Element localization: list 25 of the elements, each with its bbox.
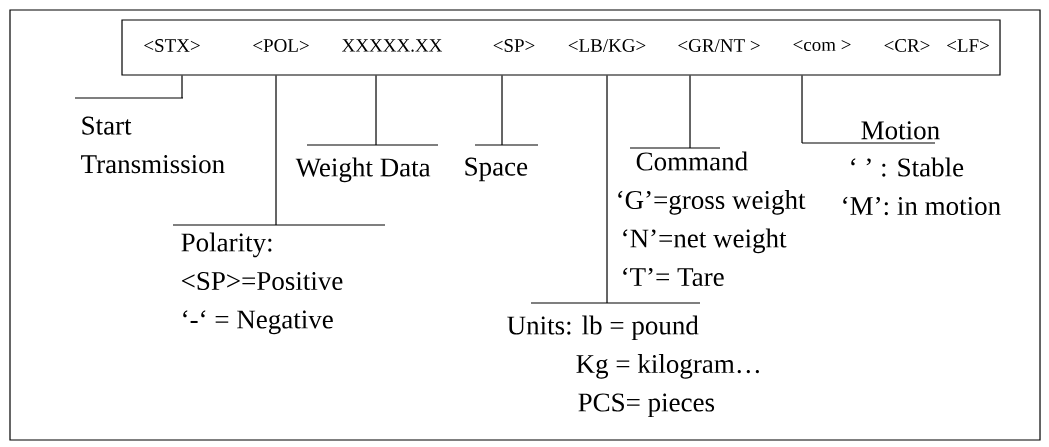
field-label: <LF> bbox=[947, 39, 989, 52]
description-text: Units: lb = pound Kg = kilogram… PCS= pieces bbox=[507, 315, 759, 418]
description-text: Command ‘G’=gross weight ‘N’=net weight ‘T’= Tare bbox=[618, 151, 806, 287]
description-text: Space bbox=[465, 157, 528, 182]
leader-line bbox=[530, 75, 701, 304]
description-text: Start Transmission bbox=[81, 116, 225, 174]
field-label: <LB/KG> bbox=[568, 39, 646, 52]
field-label: XXXXX.XX bbox=[342, 39, 443, 52]
leader-line bbox=[74, 75, 184, 99]
heading-text: Motion bbox=[861, 121, 940, 140]
leader-line bbox=[306, 75, 439, 146]
packet-box bbox=[121, 19, 1001, 76]
leader-line bbox=[801, 75, 936, 144]
leader-line bbox=[172, 75, 386, 226]
description-text: Weight Data bbox=[295, 157, 431, 183]
field-label: <GR/NT > bbox=[678, 39, 760, 52]
field-label: <CR> bbox=[884, 39, 930, 52]
field-label: <com > bbox=[793, 39, 851, 52]
leader-line bbox=[474, 75, 539, 146]
description-text: Polarity: <SP>=Positive ‘-‘ = Negative bbox=[181, 232, 343, 335]
description-text: ‘ ’ : Stable ‘M’: in motion bbox=[843, 157, 1001, 216]
field-label: <POL> bbox=[253, 39, 309, 52]
leader-line bbox=[629, 75, 721, 149]
field-label: <SP> bbox=[493, 39, 535, 52]
field-label: <STX> bbox=[144, 39, 200, 52]
